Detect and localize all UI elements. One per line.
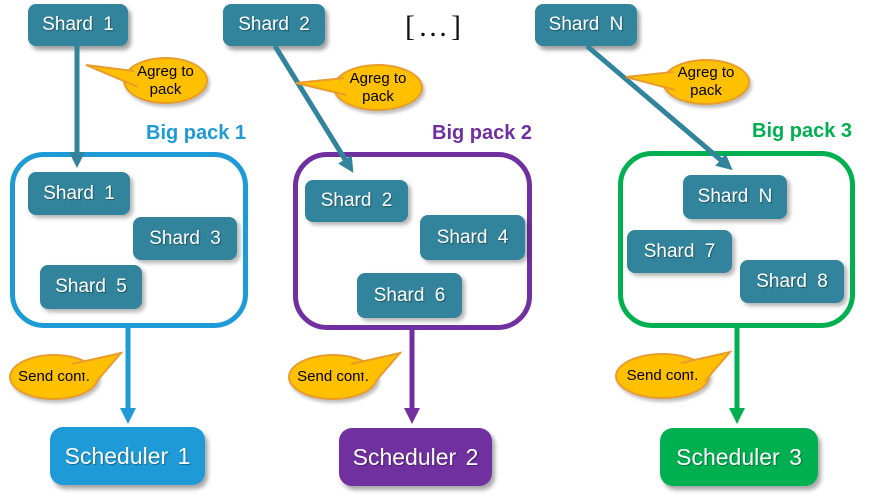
callout-send-2: Send conf. [288,354,378,400]
callout-send-1: Send conf. [9,354,99,400]
pack1-shard-c: Shard 5 [40,265,142,309]
pack1-shard-b: Shard 3 [133,217,237,260]
pack3-shard-c: Shard 8 [740,260,844,303]
pack2-shard-a: Shard 2 [305,180,408,222]
big-pack-2 [293,152,532,330]
pack-label-2: Big pack 2 [432,122,533,144]
pack2-shard-b: Shard 4 [420,215,525,260]
callout-agreg-3: Agreg to pack [662,59,750,105]
callout-agreg-2: Agreg to pack [333,64,423,111]
pack1-shard-a: Shard 1 [28,172,130,215]
source-shard-1: Shard 1 [28,4,128,46]
big-pack-1 [10,152,248,328]
scheduler-3: Scheduler 3 [660,428,818,486]
ellipsis-more-shards: […] [405,10,464,43]
callout-agreg-1: Agreg to pack [123,57,208,104]
pack3-shard-a: Shard N [683,175,787,219]
pack-label-3: Big pack 3 [752,120,853,142]
pack2-shard-c: Shard 6 [357,273,462,318]
pack3-shard-b: Shard 7 [627,230,732,273]
source-shard-2: Shard 2 [223,4,325,46]
scheduler-1: Scheduler 1 [50,427,205,485]
scheduler-2: Scheduler 2 [339,428,492,486]
callout-send-3: Send conf. [615,353,710,399]
big-pack-3 [618,151,855,328]
pack-label-1: Big pack 1 [146,122,247,144]
source-shard-n: Shard N [535,4,637,46]
arrow-shard2-to-pack2 [272,44,354,173]
